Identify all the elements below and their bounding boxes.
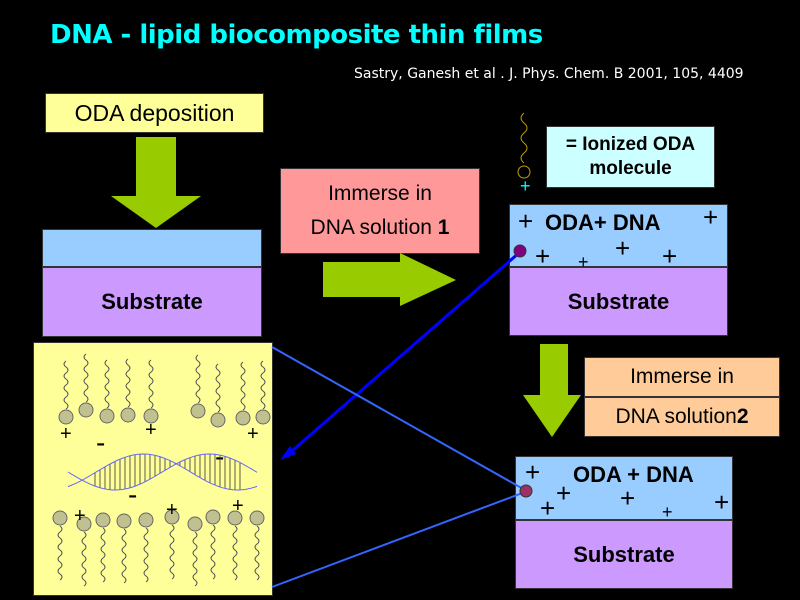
lipid-head-icon — [187, 516, 203, 532]
lipid-head-icon — [190, 403, 206, 419]
positive-charge: + — [525, 457, 540, 487]
slide-title: DNA - lipid biocomposite thin films — [50, 20, 543, 50]
lipid-head-icon — [138, 512, 154, 528]
positive-charge: + — [540, 493, 555, 523]
step3-oda-marker-icon — [519, 484, 533, 498]
positive-charge: + — [60, 423, 72, 445]
lipid-head-icon — [120, 407, 136, 423]
lipid-head-icon — [235, 410, 251, 426]
immerse1-line1: Immerse in — [328, 182, 432, 206]
dna-strand — [67, 453, 258, 491]
positive-charge: + — [74, 505, 86, 527]
lipid-dna-detail: ++++++--- — [52, 353, 271, 587]
step3-layer-label: ODA + DNA — [573, 462, 694, 487]
lipid-tail — [125, 358, 131, 408]
positive-charge: + — [662, 502, 673, 522]
charge-symbols: ++++++++++++ — [518, 202, 729, 523]
positive-charge: + — [535, 241, 550, 271]
legend-line1: = Ionized ODA — [565, 134, 696, 156]
connector-line-2 — [271, 346, 526, 491]
step2-oda-marker-icon — [513, 244, 527, 258]
lipid-tail — [104, 359, 110, 409]
positive-charge: + — [518, 206, 533, 236]
lipid-head-icon — [99, 408, 115, 424]
lipid-head-icon — [205, 509, 221, 525]
lipid-tail — [254, 525, 260, 581]
lipid-tail — [81, 531, 87, 587]
positive-charge: + — [578, 252, 589, 272]
lipid-head-icon — [164, 509, 180, 525]
lipid-tail — [169, 524, 175, 580]
legend-line2: molecule — [589, 158, 672, 179]
lipid-tail — [232, 525, 238, 581]
positive-charge: + — [247, 423, 259, 445]
positive-charge: + — [620, 483, 635, 513]
positive-charge: + — [145, 419, 157, 441]
lipid-tail — [260, 360, 266, 410]
positive-charge: + — [703, 202, 718, 232]
lipid-tail — [192, 531, 198, 587]
lipid-tail — [148, 359, 154, 409]
lipid-head-icon — [255, 409, 271, 425]
lipid-tail — [121, 528, 127, 584]
lipid-tail — [100, 527, 106, 583]
step3-substrate: Substrate — [515, 520, 733, 589]
legend-charge: + — [520, 176, 531, 196]
connector-line-3 — [271, 491, 526, 588]
lipid-tail — [240, 361, 246, 411]
negative-charge: - — [96, 427, 105, 458]
lipid-head-icon — [116, 513, 132, 529]
lipid-tail — [63, 360, 69, 410]
lipid-head-icon — [227, 510, 243, 526]
legend-oda-head-icon — [517, 165, 531, 179]
immerse-solution-1-label: Immerse in DNA solution 1 — [280, 168, 480, 254]
lipid-tail — [143, 527, 149, 583]
lipid-tail — [195, 354, 201, 404]
lipid-head-icon — [76, 516, 92, 532]
lipid-tail — [57, 525, 63, 581]
step1-substrate: Substrate — [42, 267, 262, 337]
lipid-head-icon — [52, 510, 68, 526]
immerse1-line2: DNA solution 1 — [310, 216, 450, 239]
connector-line-1 — [284, 250, 521, 459]
lipid-head-icon — [58, 409, 74, 425]
step2-oda-dna-layer — [509, 204, 728, 267]
positive-charge: + — [714, 487, 729, 517]
legend-oda-tail-icon — [520, 112, 528, 164]
citation: Sastry, Ganesh et al . J. Phys. Chem. B … — [354, 66, 744, 82]
lipid-tail — [215, 363, 221, 413]
connector-arrowhead — [280, 446, 296, 460]
lipid-head-icon — [78, 402, 94, 418]
negative-charge: - — [128, 479, 137, 510]
dna-strand — [67, 453, 258, 491]
step1-oda-layer — [42, 229, 262, 267]
positive-charge: + — [662, 241, 677, 271]
lipid-tail — [210, 524, 216, 580]
right-arrow-1 — [323, 253, 456, 306]
step3-oda-dna-layer — [515, 456, 733, 520]
positive-charge: + — [232, 495, 244, 517]
step2-layer-label: ODA+ DNA — [545, 210, 661, 235]
positive-charge: + — [166, 499, 178, 521]
immerse-solution-2-label-line2: DNA solution 2 — [584, 397, 780, 437]
immerse-solution-2-label-line1: Immerse in — [584, 357, 780, 397]
down-arrow-1 — [111, 137, 201, 228]
lipid-head-icon — [210, 412, 226, 428]
legend-box: = Ionized ODA molecule — [546, 126, 715, 188]
positive-charge: + — [556, 478, 571, 508]
down-arrow-2 — [523, 344, 581, 437]
lipid-head-icon — [95, 512, 111, 528]
positive-charge: + — [615, 233, 630, 263]
step2-substrate: Substrate — [509, 267, 728, 336]
lipid-tail — [83, 353, 89, 403]
lipid-head-icon — [143, 408, 159, 424]
oda-deposition-label: ODA deposition — [45, 93, 264, 133]
lipid-head-icon — [249, 510, 265, 526]
molecular-detail-panel — [33, 342, 273, 596]
